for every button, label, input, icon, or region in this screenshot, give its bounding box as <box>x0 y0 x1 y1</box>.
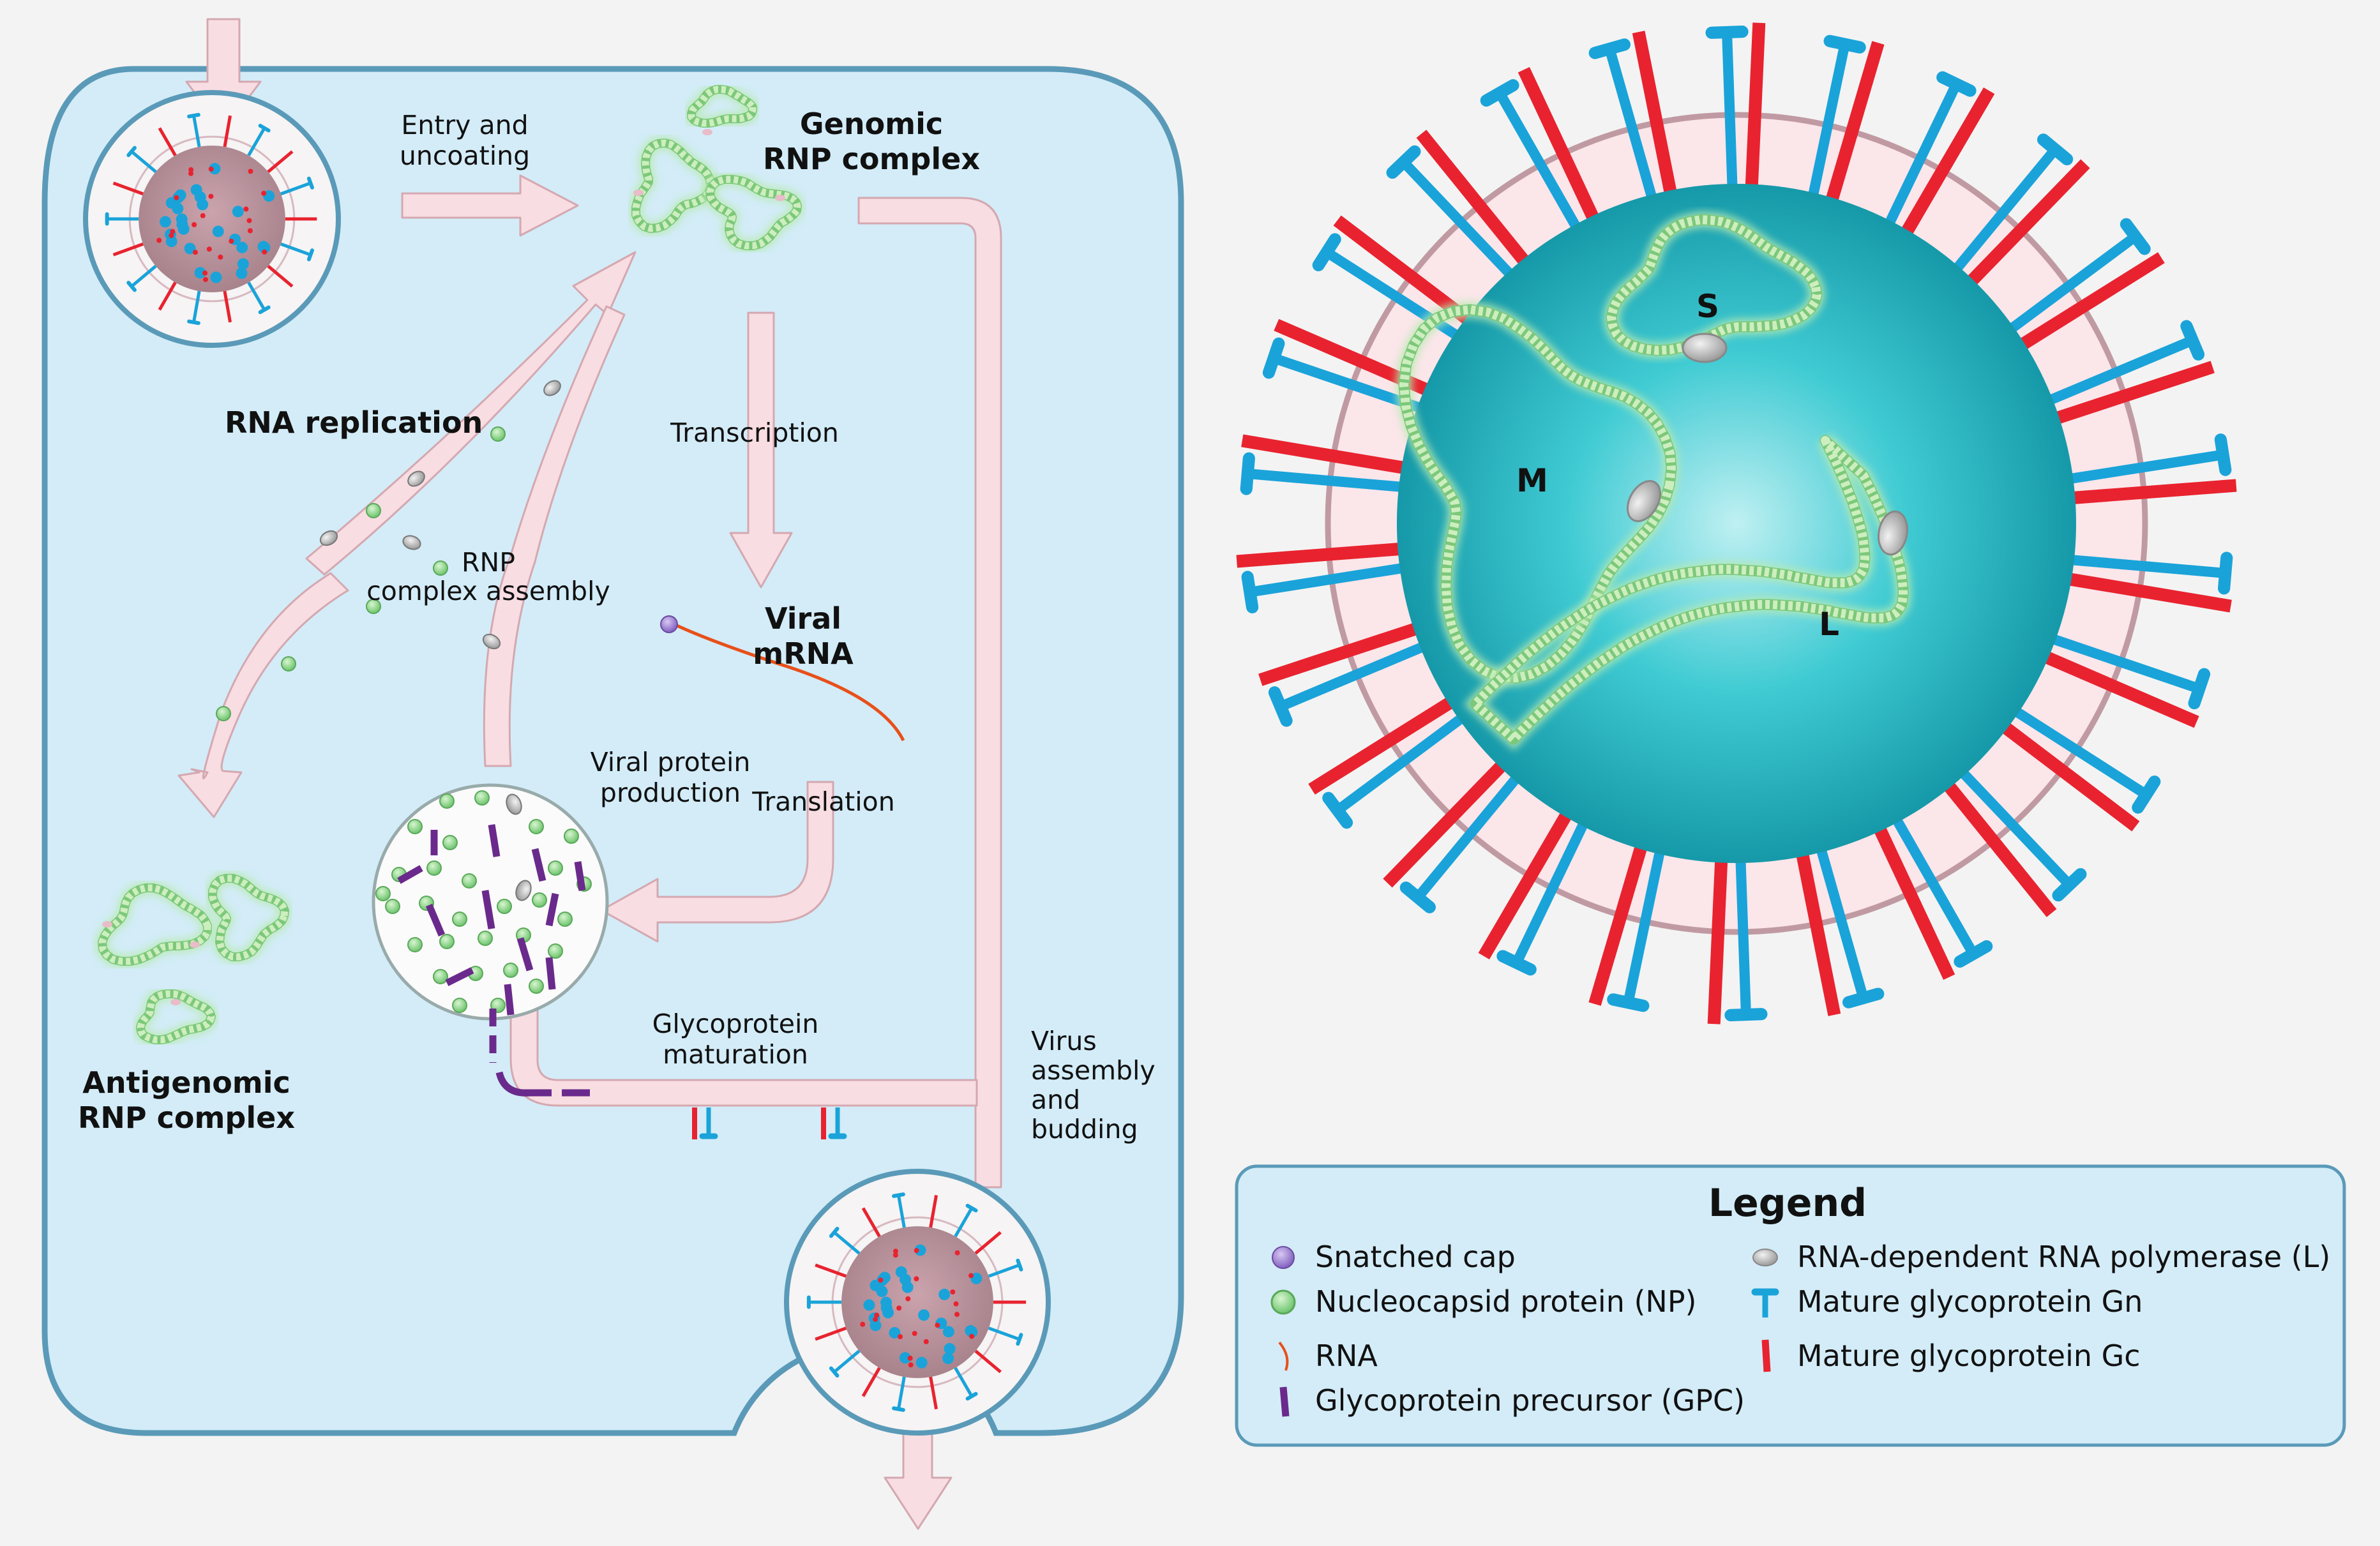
legend-title: Legend <box>1708 1181 1867 1226</box>
viral-protein-production-label-line-1: Viral protein <box>591 747 751 777</box>
legend-item-label: RNA-dependent RNA polymerase (L) <box>1797 1240 2330 1274</box>
viral-mrna-label-line-1: Viral <box>765 601 841 636</box>
polymerase-icon <box>1752 1249 1778 1266</box>
genomic-rnp-label-line-2: RNP complex <box>763 142 980 176</box>
mature-virion <box>1236 22 2237 1024</box>
legend-item-label: Mature glycoprotein Gn <box>1797 1284 2143 1319</box>
budding-virion <box>784 1169 1051 1436</box>
snatched-cap-icon <box>1272 1246 1295 1269</box>
virus-assembly-label-line-2: assembly <box>1031 1055 1156 1086</box>
rna-replication-label: RNA replication <box>225 405 483 440</box>
pathway-arrows <box>177 18 1002 1530</box>
genomic-rnp-complex <box>628 82 805 253</box>
viral-mrna-label-line-2: mRNA <box>753 636 854 671</box>
rnp-assembly-label-line-2: complex assembly <box>366 576 610 606</box>
legend-item-label: Nucleocapsid protein (NP) <box>1315 1284 1697 1319</box>
translation-label: Translation <box>751 786 894 817</box>
nucleocapsid-icon <box>1270 1289 1296 1315</box>
gpc-maturation-marks <box>489 1009 847 1139</box>
segment-l-label: L <box>1819 606 1839 643</box>
gc-icon <box>1761 1339 1771 1372</box>
antigenomic-rnp-complex <box>94 871 292 1047</box>
entry-virion <box>83 90 341 348</box>
legend-item: RNA <box>1278 1339 1378 1373</box>
viral-protein-production-label-line-2: production <box>600 777 741 808</box>
segment-s-label: S <box>1696 288 1719 325</box>
virus-assembly-label-line-3: and <box>1031 1084 1080 1115</box>
gpc-icon <box>1279 1386 1290 1417</box>
segment-m-label: M <box>1516 462 1548 499</box>
legend-item-label: Glycoprotein precursor (GPC) <box>1315 1383 1745 1418</box>
antigenomic-rnp-label-line-2: RNP complex <box>78 1100 295 1135</box>
rnp-assembly-label-line-1: RNP <box>462 547 515 578</box>
antigenomic-rnp-label-line-1: Antigenomic <box>82 1065 290 1100</box>
legend-item: Nucleocapsid protein (NP) <box>1270 1284 1697 1319</box>
legend-item: Mature glycoprotein Gc <box>1761 1339 2141 1373</box>
protein-production-circle <box>372 783 609 1021</box>
legend-item: Snatched cap <box>1272 1240 1516 1274</box>
transcription-label: Transcription <box>670 417 839 448</box>
legend-item: RNA-dependent RNA polymerase (L) <box>1752 1240 2330 1274</box>
virus-assembly-label-line-4: budding <box>1031 1114 1138 1144</box>
legend-item-label: Snatched cap <box>1315 1240 1516 1274</box>
glycoprotein-maturation-label-line-2: maturation <box>663 1039 808 1070</box>
legend-item: Mature glycoprotein Gn <box>1751 1284 2143 1319</box>
legend-item-label: RNA <box>1315 1339 1378 1373</box>
rna-icon <box>1278 1341 1289 1371</box>
genomic-rnp-label-line-1: Genomic <box>800 107 943 141</box>
legend-item-label: Mature glycoprotein Gc <box>1797 1339 2141 1373</box>
entry-uncoating-label-line-1: Entry and <box>401 110 528 140</box>
entry-uncoating-label-line-2: uncoating <box>400 140 530 171</box>
gn-icon <box>1751 1288 1779 1317</box>
legend-item: Glycoprotein precursor (GPC) <box>1279 1383 1745 1418</box>
viral-mrna <box>660 615 905 742</box>
pathway-particles <box>216 380 561 721</box>
glycoprotein-maturation-label-line-1: Glycoprotein <box>652 1009 819 1039</box>
virus-assembly-label-line-1: Virus <box>1031 1026 1097 1056</box>
